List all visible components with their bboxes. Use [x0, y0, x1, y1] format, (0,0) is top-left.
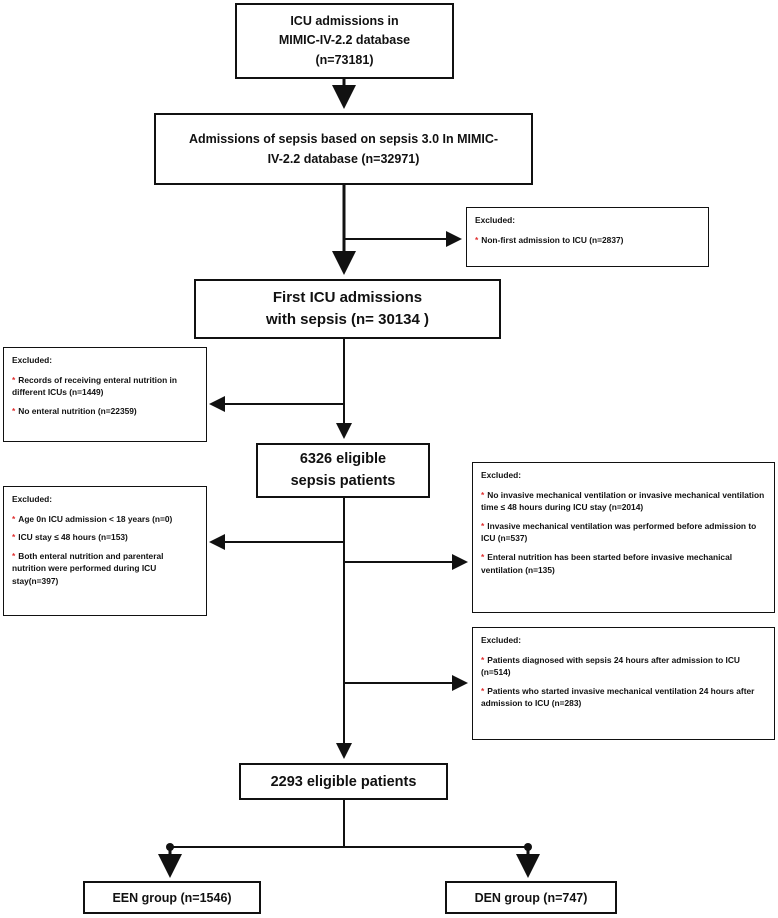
eligible-sepsis-text: 6326 eligible sepsis patients — [290, 451, 396, 489]
exclusion-item: *Both enteral nutrition and parenteral n… — [12, 550, 164, 587]
exclusion-box-2: Excluded: *Records of receiving enteral … — [3, 347, 207, 442]
eligible-patients-text: 2293 eligible patients — [270, 773, 417, 790]
icu-admissions-box: ICU admissions in MIMIC-IV-2.2 database … — [235, 3, 454, 79]
den-group-box: DEN group (n=747) — [445, 881, 617, 914]
exclusion-item: *Age 0n ICU admission < 18 years (n=0) — [12, 513, 173, 524]
bullet-icon: * — [12, 405, 16, 416]
bullet-icon: * — [481, 552, 485, 563]
exclusion-item: *No invasive mechanical ventilation or i… — [481, 489, 765, 513]
exclusion-header: Excluded: — [481, 635, 522, 645]
exclusion-item: *Patients diagnosed with sepsis 24 hours… — [481, 654, 740, 678]
exclusion-item: *Non-first admission to ICU (n=2837) — [475, 234, 624, 245]
sepsis-admissions-box: Admissions of sepsis based on sepsis 3.0… — [154, 113, 533, 185]
first-icu-box: First ICU admissions with sepsis (n= 301… — [194, 279, 501, 339]
first-icu-text: First ICU admissions with sepsis (n= 301… — [266, 289, 429, 328]
exclusion-box-3: Excluded: *Age 0n ICU admission < 18 yea… — [3, 486, 207, 616]
exclusion-header: Excluded: — [475, 215, 516, 225]
een-group-text: EEN group (n=1546) — [112, 890, 232, 905]
exclusion-header: Excluded: — [481, 470, 522, 480]
bullet-icon: * — [12, 374, 16, 385]
bullet-icon: * — [481, 685, 485, 696]
exclusion-item: *No enteral nutrition (n=22359) — [12, 405, 137, 416]
bullet-icon: * — [12, 550, 16, 561]
exclusion-item: *Invasive mechanical ventilation was per… — [481, 520, 757, 544]
bullet-icon: * — [12, 513, 16, 524]
sepsis-admissions-text: Admissions of sepsis based on sepsis 3.0… — [188, 132, 499, 166]
een-group-box: EEN group (n=1546) — [83, 881, 261, 914]
exclusion-item: *Patients who started invasive mechanica… — [481, 685, 755, 709]
exclusion-item: *ICU stay ≤ 48 hours (n=153) — [12, 532, 128, 543]
bullet-icon: * — [481, 520, 485, 531]
exclusion-box-4: Excluded: *No invasive mechanical ventil… — [472, 462, 775, 613]
bullet-icon: * — [481, 654, 485, 665]
exclusion-header: Excluded: — [12, 355, 53, 365]
exclusion-header: Excluded: — [12, 494, 53, 504]
exclusion-box-5: Excluded: *Patients diagnosed with sepsi… — [472, 627, 775, 740]
den-group-text: DEN group (n=747) — [474, 890, 588, 905]
eligible-patients-box: 2293 eligible patients — [239, 763, 448, 800]
icu-admissions-text: ICU admissions in MIMIC-IV-2.2 database … — [278, 13, 411, 67]
bullet-icon: * — [481, 489, 485, 500]
exclusion-item: *Enteral nutrition has been started befo… — [481, 552, 733, 575]
bullet-icon: * — [475, 234, 479, 245]
bullet-icon: * — [12, 532, 16, 543]
eligible-sepsis-box: 6326 eligible sepsis patients — [256, 443, 430, 498]
exclusion-box-1: Excluded: *Non-first admission to ICU (n… — [466, 207, 709, 267]
exclusion-item: *Records of receiving enteral nutrition … — [12, 374, 177, 398]
